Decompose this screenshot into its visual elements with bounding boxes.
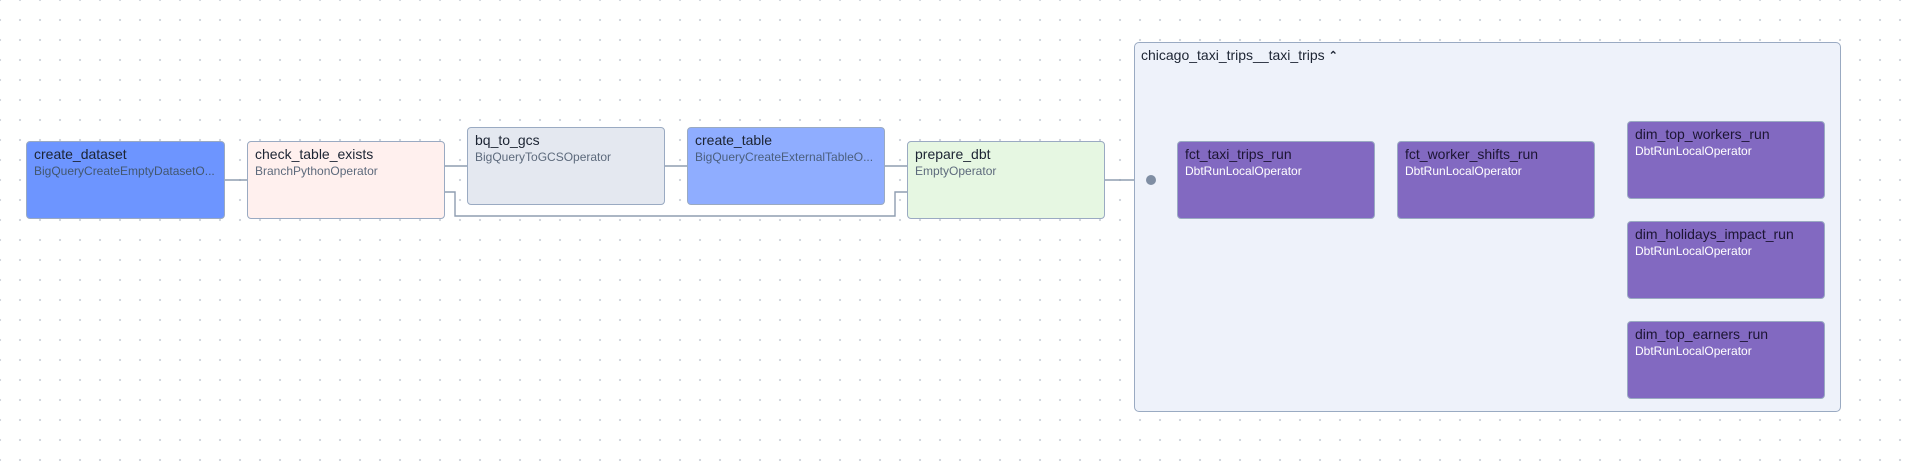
task-operator: DbtRunLocalOperator bbox=[1635, 244, 1752, 258]
task-node-check-table-exists[interactable]: check_table_exists BranchPythonOperator bbox=[247, 141, 445, 219]
task-operator: DbtRunLocalOperator bbox=[1405, 164, 1522, 178]
task-node-create-table[interactable]: create_table BigQueryCreateExternalTable… bbox=[687, 127, 885, 205]
task-node-fct-worker-shifts-run[interactable]: fct_worker_shifts_run DbtRunLocalOperato… bbox=[1397, 141, 1595, 219]
task-node-bq-to-gcs[interactable]: bq_to_gcs BigQueryToGCSOperator bbox=[467, 127, 665, 205]
task-name: dim_holidays_impact_run bbox=[1635, 226, 1794, 242]
task-node-dim-holidays-impact-run[interactable]: dim_holidays_impact_run DbtRunLocalOpera… bbox=[1627, 221, 1825, 299]
task-operator: EmptyOperator bbox=[915, 164, 997, 178]
task-name: prepare_dbt bbox=[915, 146, 991, 162]
task-group-title-label: chicago_taxi_trips__taxi_trips bbox=[1141, 47, 1325, 63]
task-node-create-dataset[interactable]: create_dataset BigQueryCreateEmptyDatase… bbox=[26, 141, 225, 219]
task-node-dim-top-workers-run[interactable]: dim_top_workers_run DbtRunLocalOperator bbox=[1627, 121, 1825, 199]
task-name: bq_to_gcs bbox=[475, 132, 540, 148]
task-node-fct-taxi-trips-run[interactable]: fct_taxi_trips_run DbtRunLocalOperator bbox=[1177, 141, 1375, 219]
task-node-dim-top-earners-run[interactable]: dim_top_earners_run DbtRunLocalOperator bbox=[1627, 321, 1825, 399]
task-operator: DbtRunLocalOperator bbox=[1185, 164, 1302, 178]
task-group-title[interactable]: chicago_taxi_trips__taxi_trips ⌃ bbox=[1141, 47, 1338, 63]
task-name: dim_top_workers_run bbox=[1635, 126, 1770, 142]
task-operator: BranchPythonOperator bbox=[255, 164, 378, 178]
group-entry-joint bbox=[1146, 175, 1156, 185]
task-name: create_table bbox=[695, 132, 773, 148]
task-name: fct_worker_shifts_run bbox=[1405, 146, 1539, 162]
chevron-up-icon[interactable]: ⌃ bbox=[1328, 49, 1338, 62]
task-name: create_dataset bbox=[34, 146, 127, 162]
task-operator: DbtRunLocalOperator bbox=[1635, 144, 1752, 158]
task-operator: DbtRunLocalOperator bbox=[1635, 344, 1752, 358]
task-node-prepare-dbt[interactable]: prepare_dbt EmptyOperator bbox=[907, 141, 1105, 219]
task-operator: BigQueryToGCSOperator bbox=[475, 150, 612, 164]
task-operator: BigQueryCreateExternalTableO... bbox=[695, 150, 874, 164]
task-name: dim_top_earners_run bbox=[1635, 326, 1769, 342]
task-name: check_table_exists bbox=[255, 146, 374, 162]
task-operator: BigQueryCreateEmptyDatasetO... bbox=[34, 164, 215, 178]
edge-check-table-exists-to-prepare-dbt bbox=[445, 191, 907, 217]
task-name: fct_taxi_trips_run bbox=[1185, 146, 1292, 162]
